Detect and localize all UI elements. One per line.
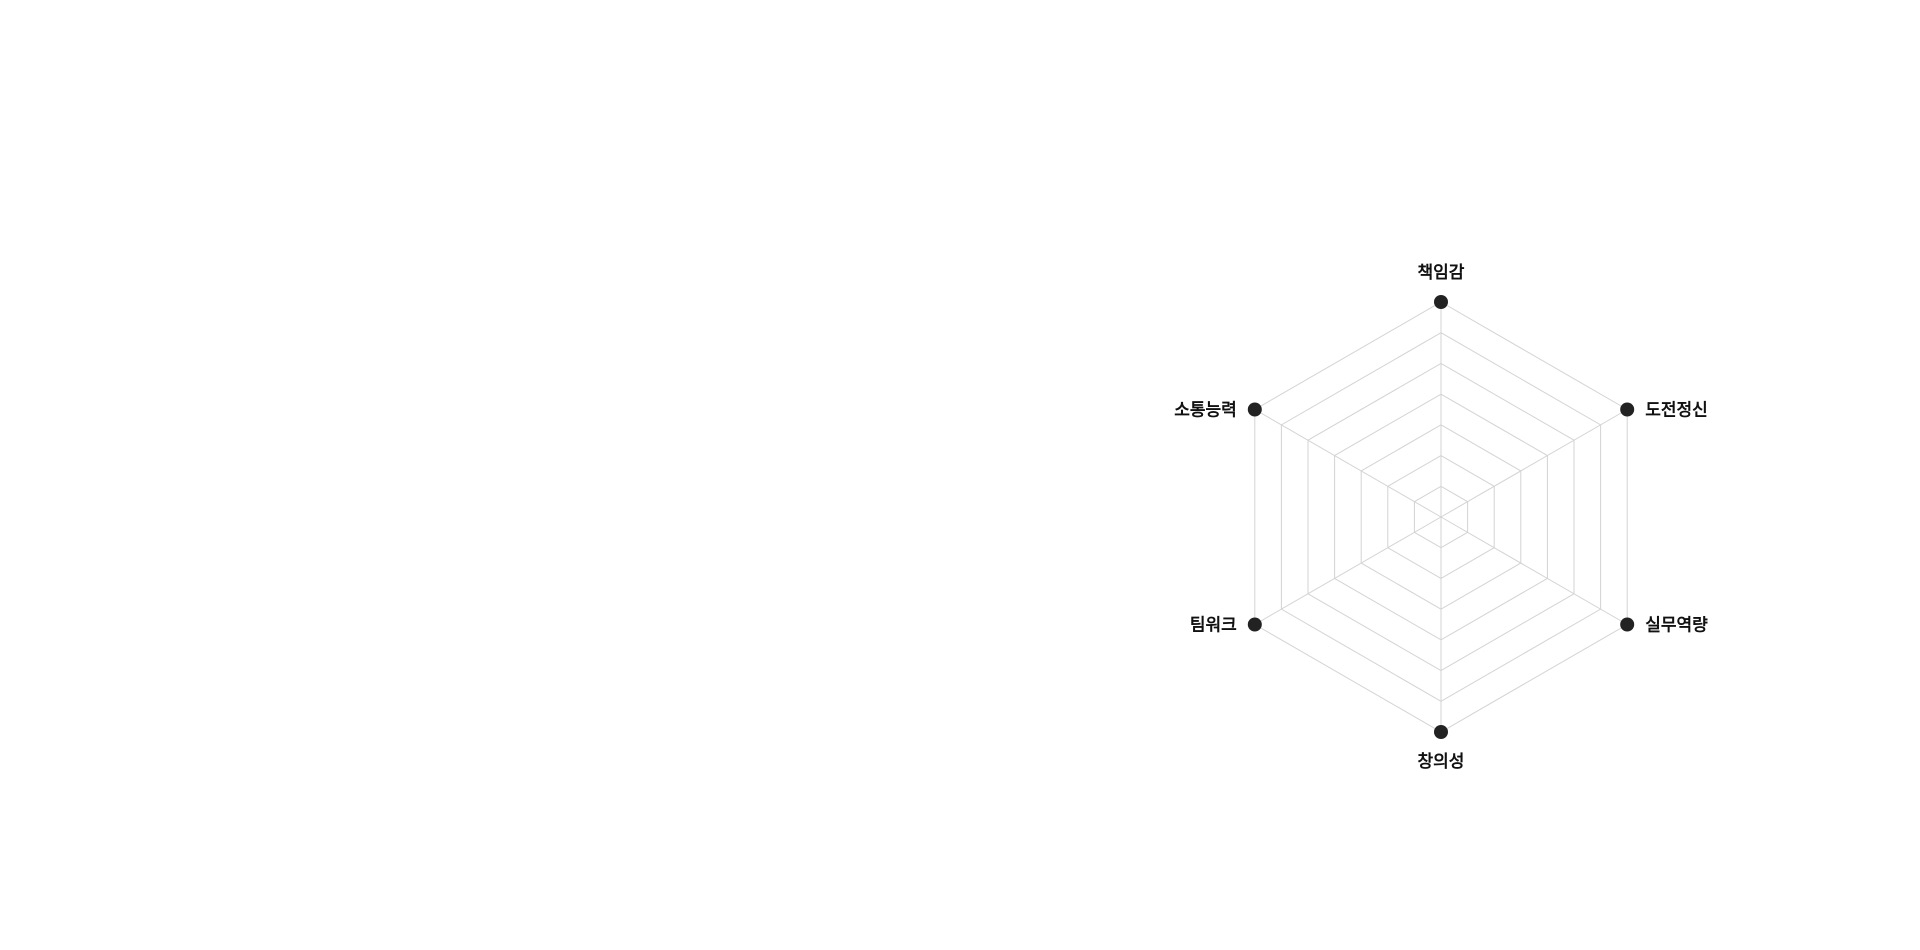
axis-label-2: 도전정신: [1645, 401, 1708, 421]
axis-spoke-2: [1440, 409, 1628, 518]
axis-vertex-5: [1247, 617, 1262, 632]
axis-vertex-6: [1247, 402, 1262, 417]
axis-spoke-6: [1254, 409, 1442, 518]
radar-spokes: [1254, 302, 1628, 732]
axis-vertices: [1247, 295, 1635, 739]
axis-label-1: 책임감: [1418, 262, 1465, 283]
axis-spoke-5: [1254, 516, 1442, 625]
axis-label-5: 팀워크: [1190, 616, 1237, 636]
axis-vertex-3: [1620, 617, 1635, 632]
axis-vertex-4: [1434, 725, 1448, 739]
axis-spoke-3: [1440, 516, 1628, 625]
axis-vertex-1: [1434, 295, 1448, 309]
axis-vertex-2: [1620, 402, 1635, 417]
axis-label-6: 소통능력: [1174, 401, 1237, 421]
axis-label-4: 창의성: [1418, 752, 1465, 772]
axis-label-3: 실무역량: [1645, 616, 1708, 636]
